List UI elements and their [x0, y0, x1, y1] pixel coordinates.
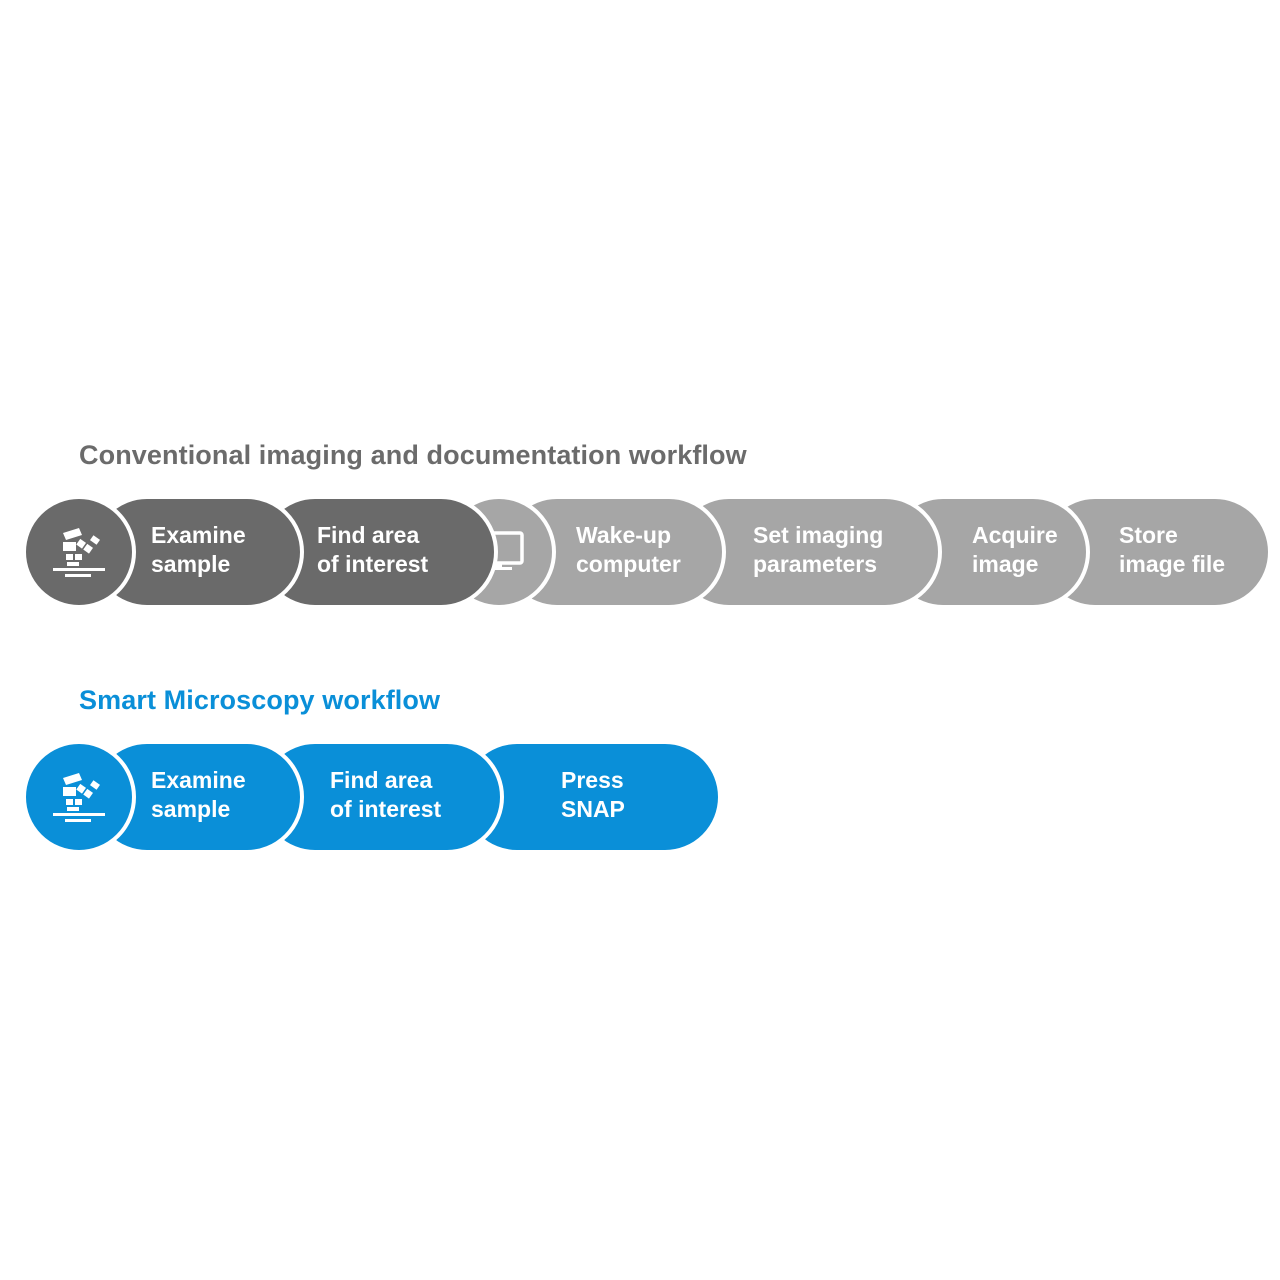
smart-workflow-row: Press SNAP Find area of interest Examine… [22, 740, 722, 854]
step-line-2: SNAP [561, 796, 625, 822]
step-line-1: Find area [330, 767, 433, 793]
step-line-2: sample [151, 551, 231, 577]
step-line-2: image [972, 551, 1039, 577]
step-line-2: sample [151, 796, 231, 822]
conventional-workflow-row: Store image file Acquire image Set imagi… [22, 495, 1272, 609]
step-line-1: Examine [151, 767, 246, 793]
step-line-1: Press [561, 767, 624, 793]
smart-workflow-title: Smart Microscopy workflow [79, 685, 441, 715]
step-examine-sample: Examine sample [90, 740, 304, 854]
step-line-2: image file [1119, 551, 1226, 577]
step-line-1: Wake-up [576, 522, 671, 548]
step-line-1: Store [1119, 522, 1178, 548]
microscope-icon [53, 528, 105, 577]
microscope-icon [53, 773, 105, 822]
step-line-1: Set imaging [753, 522, 884, 548]
step-line-2: of interest [330, 796, 442, 822]
step-line-2: parameters [753, 551, 878, 577]
microscope-icon-circle [22, 495, 136, 609]
step-line-1: Examine [151, 522, 246, 548]
microscope-icon-circle [22, 740, 136, 854]
step-line-1: Acquire [972, 522, 1058, 548]
step-line-1: Find area [317, 522, 420, 548]
step-line-2: of interest [317, 551, 429, 577]
step-line-2: computer [576, 551, 681, 577]
conventional-workflow-title: Conventional imaging and documentation w… [79, 440, 747, 470]
